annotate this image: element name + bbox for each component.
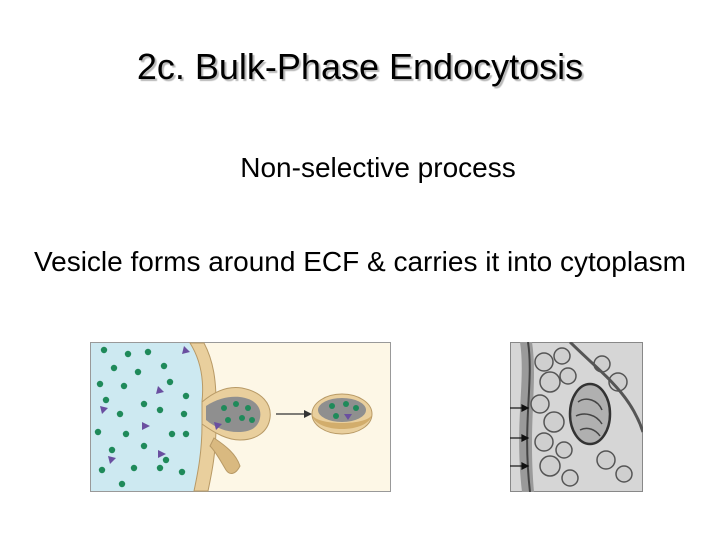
electron-micrograph <box>510 342 643 492</box>
process-arrow <box>276 410 312 418</box>
slide-title: 2c. Bulk-Phase Endocytosis <box>136 46 584 87</box>
bullet-vesicle-forms: Vesicle forms around ECF & carries it in… <box>33 246 686 277</box>
micrograph-arrows <box>510 404 530 470</box>
organelle-cristae <box>575 398 603 437</box>
extracellular-fluid <box>91 343 203 491</box>
endocytosis-illustration <box>90 342 391 492</box>
internalized-vesicle-lumen <box>318 398 366 422</box>
vesicle-triangle <box>214 422 222 430</box>
internalized-solutes <box>329 401 359 419</box>
membrane-dark-line <box>526 342 531 492</box>
ecf-solute-triangles <box>100 346 190 464</box>
internalized-triangle <box>344 414 352 420</box>
vesicle-lower-shading <box>312 414 372 429</box>
large-organelle <box>568 382 612 446</box>
bullet-non-selective: Non-selective process <box>240 152 516 183</box>
cell-boundary-streak <box>568 342 643 433</box>
membrane-fold <box>209 437 241 474</box>
vesicle-solutes <box>221 401 255 423</box>
micrograph-vesicles <box>530 347 633 487</box>
micrograph-border <box>510 342 643 492</box>
ecf-solute-dots <box>94 346 190 488</box>
